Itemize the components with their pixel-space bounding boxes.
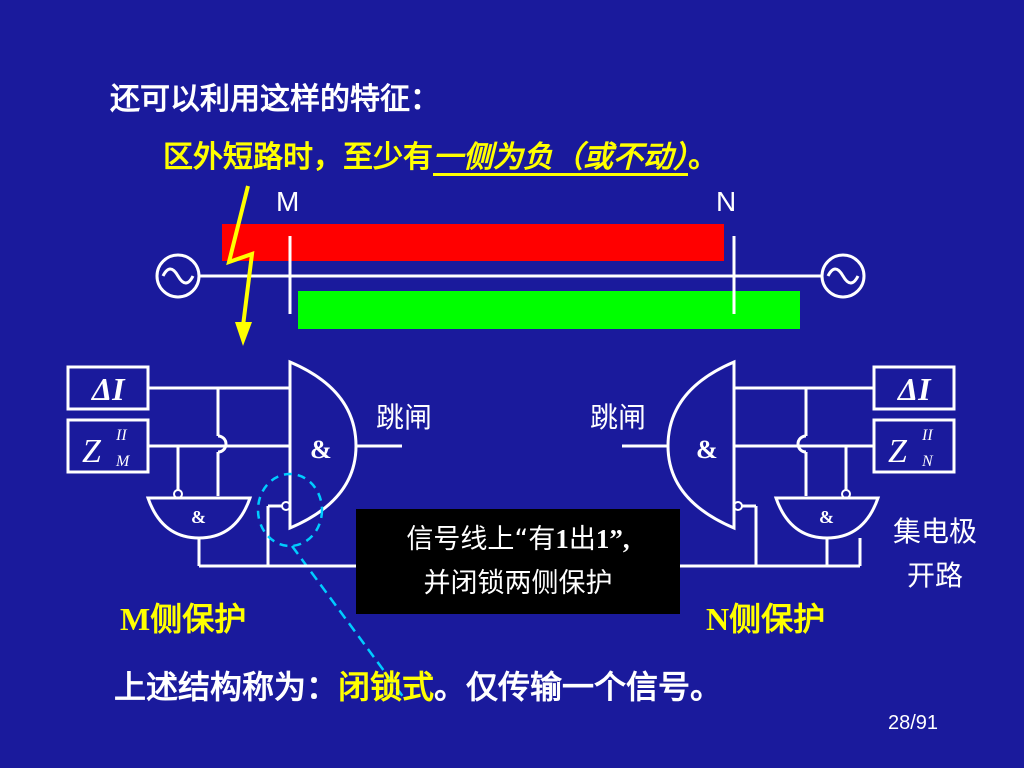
z-n-label: Z <box>888 433 908 470</box>
delta-i-label-n: ΔI <box>896 371 932 407</box>
trip-label-left: 跳闸 <box>376 401 433 434</box>
trip-label-right: 跳闸 <box>590 401 647 434</box>
green-power-bar <box>298 291 800 329</box>
z-n-sup: II <box>921 427 933 444</box>
highlight-circle <box>256 472 324 548</box>
page-number: 28/91 <box>888 712 939 734</box>
intro-text: 还可以利用这样的特征： <box>110 82 440 117</box>
feature-suffix: 。 <box>688 140 718 175</box>
signal-note-line2: 并闭锁两侧保护 <box>423 568 613 599</box>
z-m-box <box>66 418 150 474</box>
protection-n-label: N侧保护 <box>706 600 826 638</box>
z-m-label: Z <box>82 433 102 470</box>
bus-n-label: N <box>716 186 737 217</box>
and-symbol-large-n: & <box>696 435 718 464</box>
signal-note-line1: 信号线上“有1出1”, <box>406 524 630 555</box>
and-gate-large-n <box>666 359 736 531</box>
fault-lightning-icon <box>226 185 255 346</box>
feature-text: 区外短路时，至少有一侧为负（或不动）。 <box>163 132 718 176</box>
z-m-sup: II <box>115 427 127 444</box>
feature-prefix: 区外短路时，至少有 <box>163 140 433 175</box>
and-symbol-large-m: & <box>310 435 332 464</box>
and-gate-large-m <box>288 359 358 531</box>
blocking-scheme-term: 闭锁式 <box>338 668 435 706</box>
feature-emphasis: 一侧为负（或不动） <box>433 140 688 175</box>
ac-source-icon <box>820 253 866 299</box>
protection-m-label: M侧保护 <box>120 600 247 638</box>
ac-source-icon <box>155 253 201 299</box>
conclusion-text: 上述结构称为：闭锁式。仅传输一个信号。 <box>114 668 723 706</box>
bus-m-label: M <box>276 186 300 217</box>
red-power-bar <box>222 224 724 261</box>
z-n-sub: N <box>921 453 934 470</box>
open-collector-label: 集电极 开路 <box>892 515 977 592</box>
z-n-box <box>872 418 956 474</box>
and-symbol-small-m: & <box>191 507 206 527</box>
and-symbol-small-n: & <box>819 507 834 527</box>
z-m-sub: M <box>115 453 131 470</box>
delta-i-label-m: ΔI <box>90 371 126 407</box>
signal-note-box: 信号线上“有1出1”, 并闭锁两侧保护 <box>356 509 680 614</box>
